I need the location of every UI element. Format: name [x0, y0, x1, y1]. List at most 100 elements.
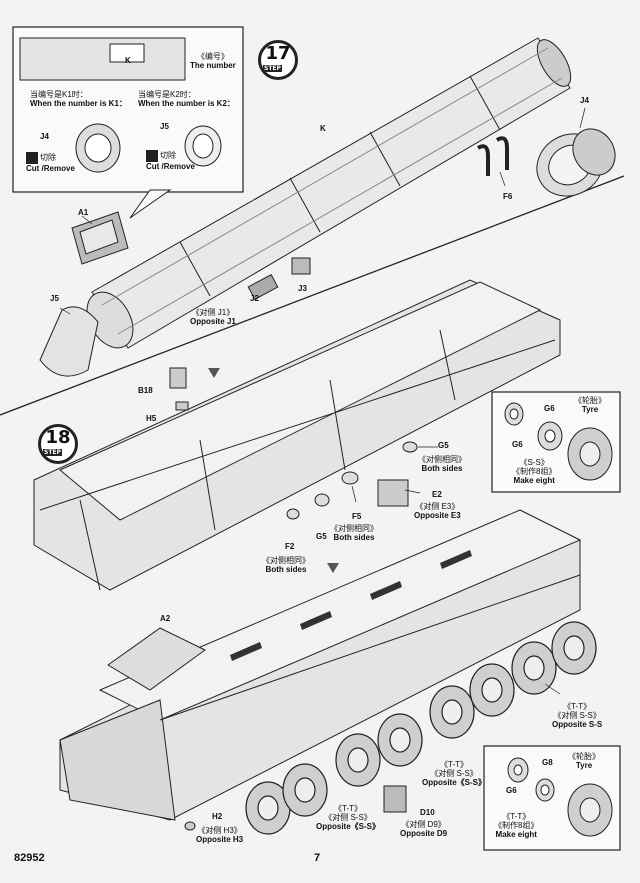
- inset-bot-tt: 《T-T》: [502, 812, 531, 821]
- inset-bot-g8: G8: [542, 758, 553, 767]
- g5-top-part: [402, 441, 418, 453]
- tt-mid-en: Opposite《S-S》: [422, 778, 487, 788]
- g5-mid-part: [314, 493, 330, 507]
- both-sides-mid-en: Both sides: [333, 533, 375, 543]
- part-b18-label: B18: [138, 386, 153, 395]
- f2-part: [286, 508, 300, 520]
- step18-number: 18: [45, 427, 71, 448]
- inset-k-label: K: [125, 56, 131, 65]
- opp-d9-label: 《对侧 D9》 Opposite D9: [400, 820, 447, 838]
- step17-number: 17: [265, 43, 291, 64]
- inset-j4-label: J4: [40, 132, 49, 141]
- tt-right-code: 《T-T》: [563, 702, 592, 711]
- h2-part: [184, 821, 196, 831]
- part-e2-label: E2: [432, 490, 442, 499]
- inset-top-make-cn: 《制作8组》: [512, 467, 557, 477]
- e2-part: [377, 479, 409, 507]
- opp-j1-label: 《对侧 J1》 Opposite J1: [190, 308, 236, 326]
- opp-j1-cn: 《对侧 J1》: [191, 308, 235, 317]
- inset-cut-right: 切除 Cut /Remove: [146, 150, 195, 171]
- part-f6-label: F6: [503, 192, 513, 201]
- chassis-frame: [33, 279, 561, 591]
- inset-top-make: 《S-S》 《制作8组》 Make eight: [512, 458, 556, 486]
- step-divider-line: [0, 175, 625, 416]
- cut-left-cn: 切除: [40, 153, 56, 163]
- opp-d9-cn: 《对侧 D9》: [401, 820, 446, 829]
- inset-top-ss: 《S-S》: [519, 458, 549, 467]
- opp-h3-cn: 《对侧 H3》: [197, 826, 242, 835]
- opp-h3-label: 《对侧 H3》 Opposite H3: [196, 826, 243, 844]
- inset-top-tyre-en: Tyre: [581, 405, 599, 415]
- j2-part: [247, 274, 279, 300]
- step18-badge: 18 STEP: [38, 424, 78, 464]
- a1-part: [71, 211, 129, 265]
- inset-bot-make: 《T-T》 《制作8组》 Make eight: [494, 812, 538, 840]
- catalog-number: 82952: [14, 852, 45, 864]
- inset-number-cn: 《编号》: [196, 52, 229, 61]
- part-f2-label: F2: [285, 542, 295, 551]
- part-h2-label: H2: [212, 812, 223, 821]
- part-j4-label: J4: [580, 96, 589, 105]
- part-j3-label: J3: [298, 284, 307, 293]
- opp-d9-en: Opposite D9: [400, 829, 448, 839]
- tt-left-code: 《T-T》: [334, 804, 362, 813]
- part-h5-label: H5: [146, 414, 157, 423]
- both-sides-g5-en: Both sides: [421, 464, 463, 474]
- tt-left-cn: 《对侧 S-S》: [324, 813, 372, 823]
- part-f5-label: F5: [352, 512, 362, 521]
- vehicle-stripes: [230, 550, 472, 661]
- inset-top-g6a: G6: [544, 404, 555, 413]
- part-j2-label: J2: [250, 294, 259, 303]
- inset-top-make-en: Make eight: [513, 476, 555, 486]
- opp-e3-label: 《对侧 E3》 Opposite E3: [414, 502, 461, 520]
- inset-top-g6b: G6: [512, 440, 523, 449]
- both-sides-f2-cn: 《对侧相同》: [262, 556, 310, 565]
- tt-mid-code: 《T-T》: [440, 760, 468, 769]
- both-sides-g5: 《对侧相同》 Both sides: [418, 455, 466, 473]
- inset-k1-cn: 当编号是K1时：: [30, 90, 88, 99]
- inset-cut-left: 切除 Cut /Remove: [26, 152, 75, 173]
- inset-k1-en: When the number is K1：: [30, 99, 127, 109]
- step17-word: STEP: [263, 65, 282, 72]
- inset-number-en: The number: [190, 61, 236, 71]
- vehicle-body: [59, 509, 582, 821]
- inset-k2-cn: 当编号是K2时：: [138, 90, 196, 99]
- d10-part: [383, 785, 407, 813]
- cut-left-en: Cut /Remove: [26, 164, 75, 173]
- tt-mid-label: 《T-T》 《对侧 S-S》 Opposite《S-S》: [422, 760, 486, 788]
- missile-canister: [86, 37, 572, 349]
- inset-bot-tyre: 《轮胎》 Tyre: [568, 752, 600, 770]
- part-g5-mid-label: G5: [316, 532, 327, 541]
- tt-right-en: Opposite S-S: [552, 720, 603, 730]
- inset-number-label: 《编号》 The number: [190, 52, 236, 70]
- inset-bot-tyre-cn: 《轮胎》: [568, 752, 600, 761]
- inset-k2-en: When the number is K2：: [138, 99, 235, 109]
- inset-j5-label: J5: [160, 122, 169, 131]
- step18-word: STEP: [43, 449, 62, 456]
- opp-j1-en: Opposite J1: [190, 317, 236, 327]
- step17-badge: 17 STEP: [258, 40, 298, 80]
- cut-right-en: Cut /Remove: [146, 162, 195, 171]
- inset-bot-g6: G6: [506, 786, 517, 795]
- inset-k1-label: 当编号是K1时： When the number is K1：: [30, 90, 127, 108]
- both-sides-mid: 《对侧相同》 Both sides: [330, 524, 378, 542]
- cut-right-cn: 切除: [160, 151, 176, 161]
- both-sides-mid-cn: 《对侧相同》: [330, 524, 378, 533]
- arrow-down-icon-2: [327, 563, 339, 573]
- f6-pipes: [476, 136, 509, 176]
- inset-top-tyre-cn: 《轮胎》: [574, 396, 606, 405]
- opp-e3-cn: 《对侧 E3》: [415, 502, 460, 511]
- part-k-label: K: [320, 124, 326, 133]
- tt-left-label: 《T-T》 《对侧 S-S》 Opposite《S-S》: [316, 804, 380, 832]
- opp-e3-en: Opposite E3: [414, 511, 461, 521]
- tt-left-en: Opposite《S-S》: [316, 822, 381, 832]
- part-d10-label: D10: [420, 808, 435, 817]
- wheels: [245, 621, 597, 835]
- a2-part: [107, 627, 206, 691]
- j5-nose-cone: [39, 306, 99, 377]
- tt-right-label: 《T-T》 《对侧 S-S》 Opposite S-S: [552, 702, 602, 730]
- cut-icon: [26, 152, 38, 164]
- both-sides-f2-en: Both sides: [265, 565, 307, 575]
- inset-bot-tyre-en: Tyre: [575, 761, 593, 771]
- part-j5-label: J5: [50, 294, 59, 303]
